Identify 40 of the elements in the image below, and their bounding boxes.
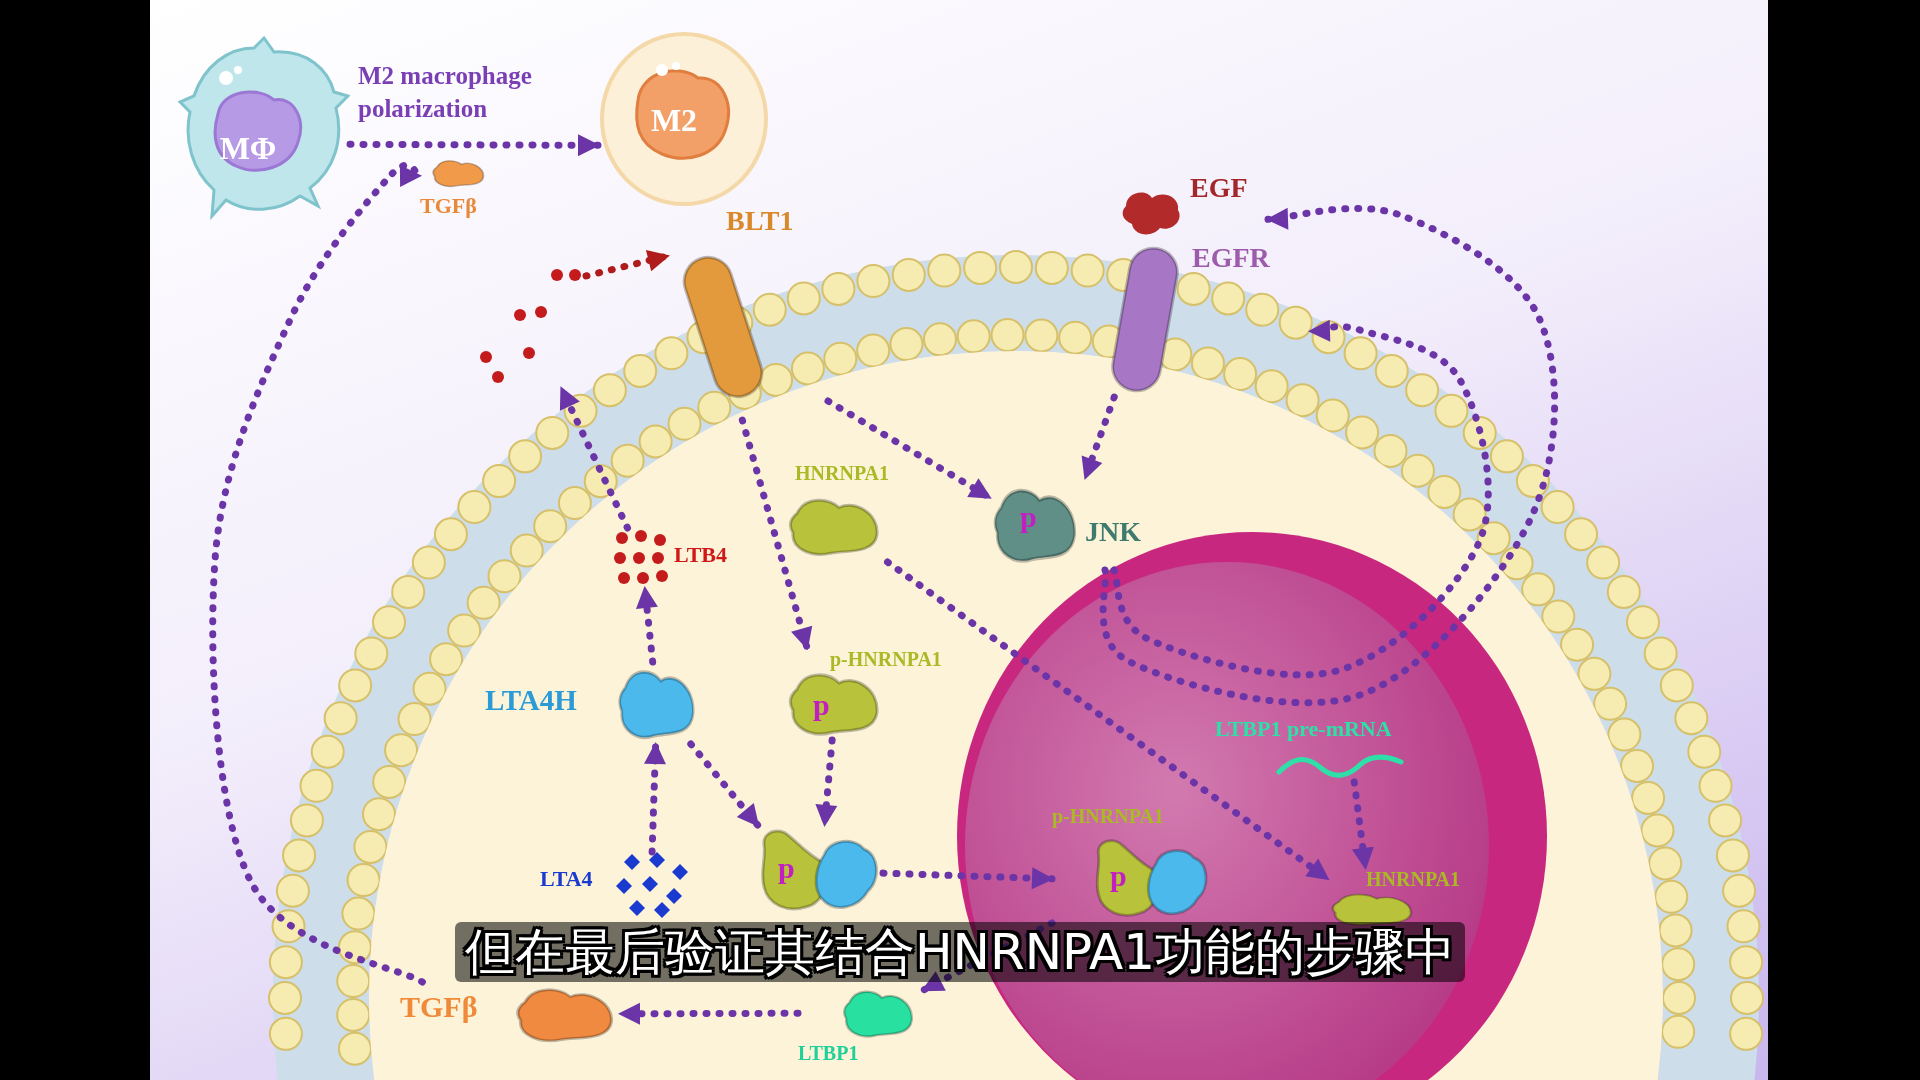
arrow xyxy=(919,919,1056,994)
protein-label: JNK xyxy=(1085,516,1142,549)
arrow xyxy=(884,558,1332,883)
rna-label: LTBP1 pre-mRNA xyxy=(1215,716,1393,742)
arrow xyxy=(1110,318,1492,679)
edge-label: M2 macrophage polarization xyxy=(358,61,533,124)
arrow xyxy=(616,1002,802,1025)
cell-label: M2 xyxy=(649,102,699,139)
protein-label: LTBP1 xyxy=(798,1042,860,1065)
phospho-label: p xyxy=(1020,500,1038,535)
phospho-label: p xyxy=(778,851,796,886)
molecule-label: LTB4 xyxy=(674,542,728,568)
arrow xyxy=(879,867,1056,890)
receptor-label: EGFR xyxy=(1192,242,1271,275)
protein-label: p-HNRNPA1 xyxy=(1052,805,1165,828)
molecule-label: TGFβ xyxy=(400,990,479,1025)
molecule-label: LTA4 xyxy=(540,866,594,892)
arrow xyxy=(815,736,838,829)
arrow xyxy=(346,134,602,157)
ligand-label: EGF xyxy=(1190,172,1249,205)
arrow xyxy=(738,416,813,652)
protein-label: HNRNPA1 xyxy=(795,462,891,485)
arrow xyxy=(644,740,666,856)
arrow xyxy=(1350,778,1374,872)
arrow xyxy=(687,740,762,829)
molecule-label: TGFβ xyxy=(420,193,478,219)
subtitle: 但在最后验证其结合HNRNPA1功能的步骤中 xyxy=(454,922,1466,982)
protein-label: LTA4H xyxy=(485,684,578,718)
cell-label: MΦ xyxy=(218,130,278,167)
arrow xyxy=(557,384,631,532)
arrow xyxy=(1081,393,1118,482)
arrow xyxy=(1099,205,1559,707)
arrow xyxy=(582,249,672,280)
protein-label: HNRNPA1 xyxy=(1366,868,1462,891)
arrow xyxy=(636,584,658,666)
arrow xyxy=(824,397,994,502)
protein-label: p-HNRNPA1 xyxy=(830,648,943,671)
receptor-label: BLT1 xyxy=(726,205,795,238)
phospho-label: p xyxy=(1110,859,1128,894)
phospho-label: p xyxy=(813,688,831,723)
